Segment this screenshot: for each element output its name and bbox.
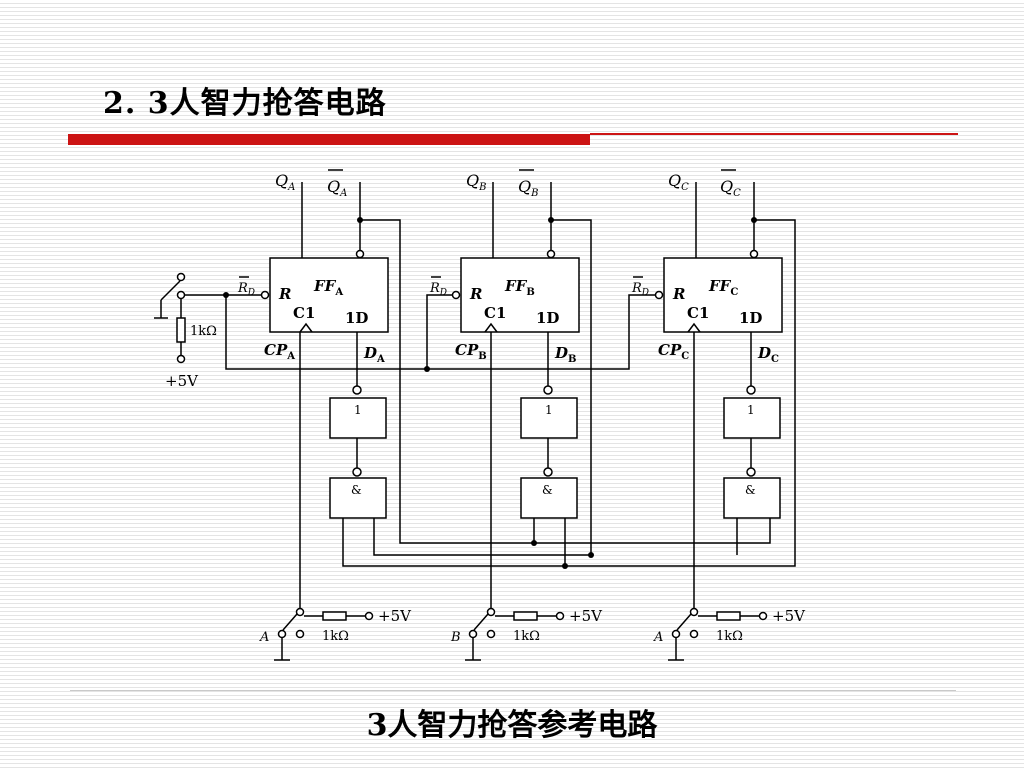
ff-b-label: FFB (504, 277, 535, 298)
qbar-c-label: QC (720, 177, 741, 199)
not-gate-c (723, 397, 781, 439)
ff-b-r-pin: R (469, 285, 482, 303)
ff-b-c1-pin: C1 (484, 304, 506, 322)
not-gate-b (520, 397, 578, 439)
slide-title: 2. 3人智力抢答电路 (103, 86, 387, 121)
ff-a-r-pin: R (278, 285, 291, 303)
ff-c-1d-pin: 1D (739, 309, 762, 327)
reset-switch-common (176, 290, 186, 300)
d-b-label: DB (554, 344, 576, 365)
qbar-a-label: QA (327, 177, 347, 199)
and-gate-c-label: & (745, 483, 756, 497)
flipflop-c: R FFC C1 1D (654, 249, 783, 333)
ff-c-label: FFC (708, 277, 738, 298)
clock-wires (299, 332, 695, 608)
title-red-bar (68, 134, 590, 145)
qbar-b-label: QB (518, 177, 538, 199)
switch-b-supply-label: +5V (569, 607, 603, 625)
flipflop-a: R FFA C1 1D (260, 249, 389, 333)
switch-c-label: A (653, 630, 663, 645)
ff-c-reset-bubble (654, 290, 664, 300)
switch-a-label: A (259, 630, 269, 645)
reset-supply-terminal (176, 354, 186, 364)
not-gate-c-label: 1 (747, 403, 755, 417)
q-b-label: QB (466, 171, 486, 193)
switch-c-resistor (716, 611, 741, 621)
ff-a-c1-pin: C1 (293, 304, 315, 322)
switch-b-resistor-label: 1kΩ (513, 629, 540, 644)
ff-c-r-pin: R (672, 285, 685, 303)
not-gate-a (329, 397, 387, 439)
ff-c-qbar-bubble (749, 249, 759, 259)
output-wires (301, 182, 755, 258)
switch-c-resistor-label: 1kΩ (716, 629, 743, 644)
diagram-caption: 3人智力抢答参考电路 (366, 708, 658, 743)
switch-c-supply-label: +5V (772, 607, 806, 625)
cp-a-label: CPA (264, 341, 295, 362)
gate-chain-c: 1 & (723, 332, 781, 519)
d-a-label: DA (363, 344, 385, 365)
flipflop-b: R FFB C1 1D (451, 249, 580, 333)
gate-chain-b: 1 & (520, 332, 578, 519)
switch-b-resistor (513, 611, 538, 621)
bottom-divider (70, 690, 956, 691)
ff-a-qbar-bubble (355, 249, 365, 259)
switch-a-resistor-label: 1kΩ (322, 629, 349, 644)
reset-resistor (176, 317, 186, 343)
ff-a-clock-marker (299, 322, 313, 333)
and-gate-a-label: & (351, 483, 362, 497)
ff-b-reset-bubble (451, 290, 461, 300)
rd-a-label: RD (237, 281, 255, 298)
and-gate-b-label: & (542, 483, 553, 497)
feedback-wires (342, 217, 796, 569)
switch-b-label: B (450, 630, 461, 645)
player-switch-c: +5V 1kΩ A (653, 607, 806, 661)
not-gate-a-label: 1 (354, 403, 362, 417)
flipflop-c-body (663, 257, 783, 333)
switch-a-supply-label: +5V (378, 607, 412, 625)
ff-b-qbar-bubble (546, 249, 556, 259)
q-a-label: QA (275, 171, 295, 193)
q-c-label: QC (668, 171, 689, 193)
title-red-line (590, 133, 958, 135)
rd-b-label: RD (429, 281, 447, 298)
flipflop-b-body (460, 257, 580, 333)
rd-c-label: RD (631, 281, 649, 298)
cp-c-label: CPC (658, 341, 689, 362)
cp-b-label: CPB (455, 341, 487, 362)
and-gate-c (723, 477, 781, 519)
player-switch-a: +5V 1kΩ A (259, 607, 412, 661)
ff-b-1d-pin: 1D (536, 309, 559, 327)
reset-circuit: 1kΩ +5V (154, 272, 655, 390)
ff-a-reset-bubble (260, 290, 270, 300)
not-gate-b-label: 1 (545, 403, 553, 417)
ff-b-clock-marker (484, 322, 498, 333)
reset-resistor-label: 1kΩ (190, 324, 217, 339)
ff-c-c1-pin: C1 (687, 304, 709, 322)
ff-a-label: FFA (313, 277, 343, 298)
ff-c-clock-marker (687, 322, 701, 333)
reset-switch-contact (176, 272, 186, 282)
and-gate-a (329, 477, 387, 519)
flipflop-a-body (269, 257, 389, 333)
and-gate-b (520, 477, 578, 519)
switch-a-resistor (322, 611, 347, 621)
player-switch-b: +5V 1kΩ B (450, 607, 603, 661)
gate-chain-a: 1 & (329, 332, 387, 519)
reset-supply-label: +5V (165, 372, 199, 390)
ff-a-1d-pin: 1D (345, 309, 368, 327)
d-c-label: DC (757, 344, 779, 365)
